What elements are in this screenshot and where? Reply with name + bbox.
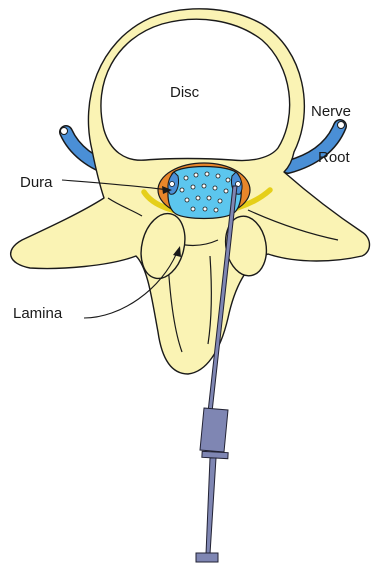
dura-label: Dura (20, 174, 53, 191)
lamina-label: Lamina (13, 305, 63, 322)
nerve-label: Nerve (311, 103, 351, 120)
root-label: Root (318, 149, 351, 166)
disc-label: Disc (170, 84, 200, 101)
